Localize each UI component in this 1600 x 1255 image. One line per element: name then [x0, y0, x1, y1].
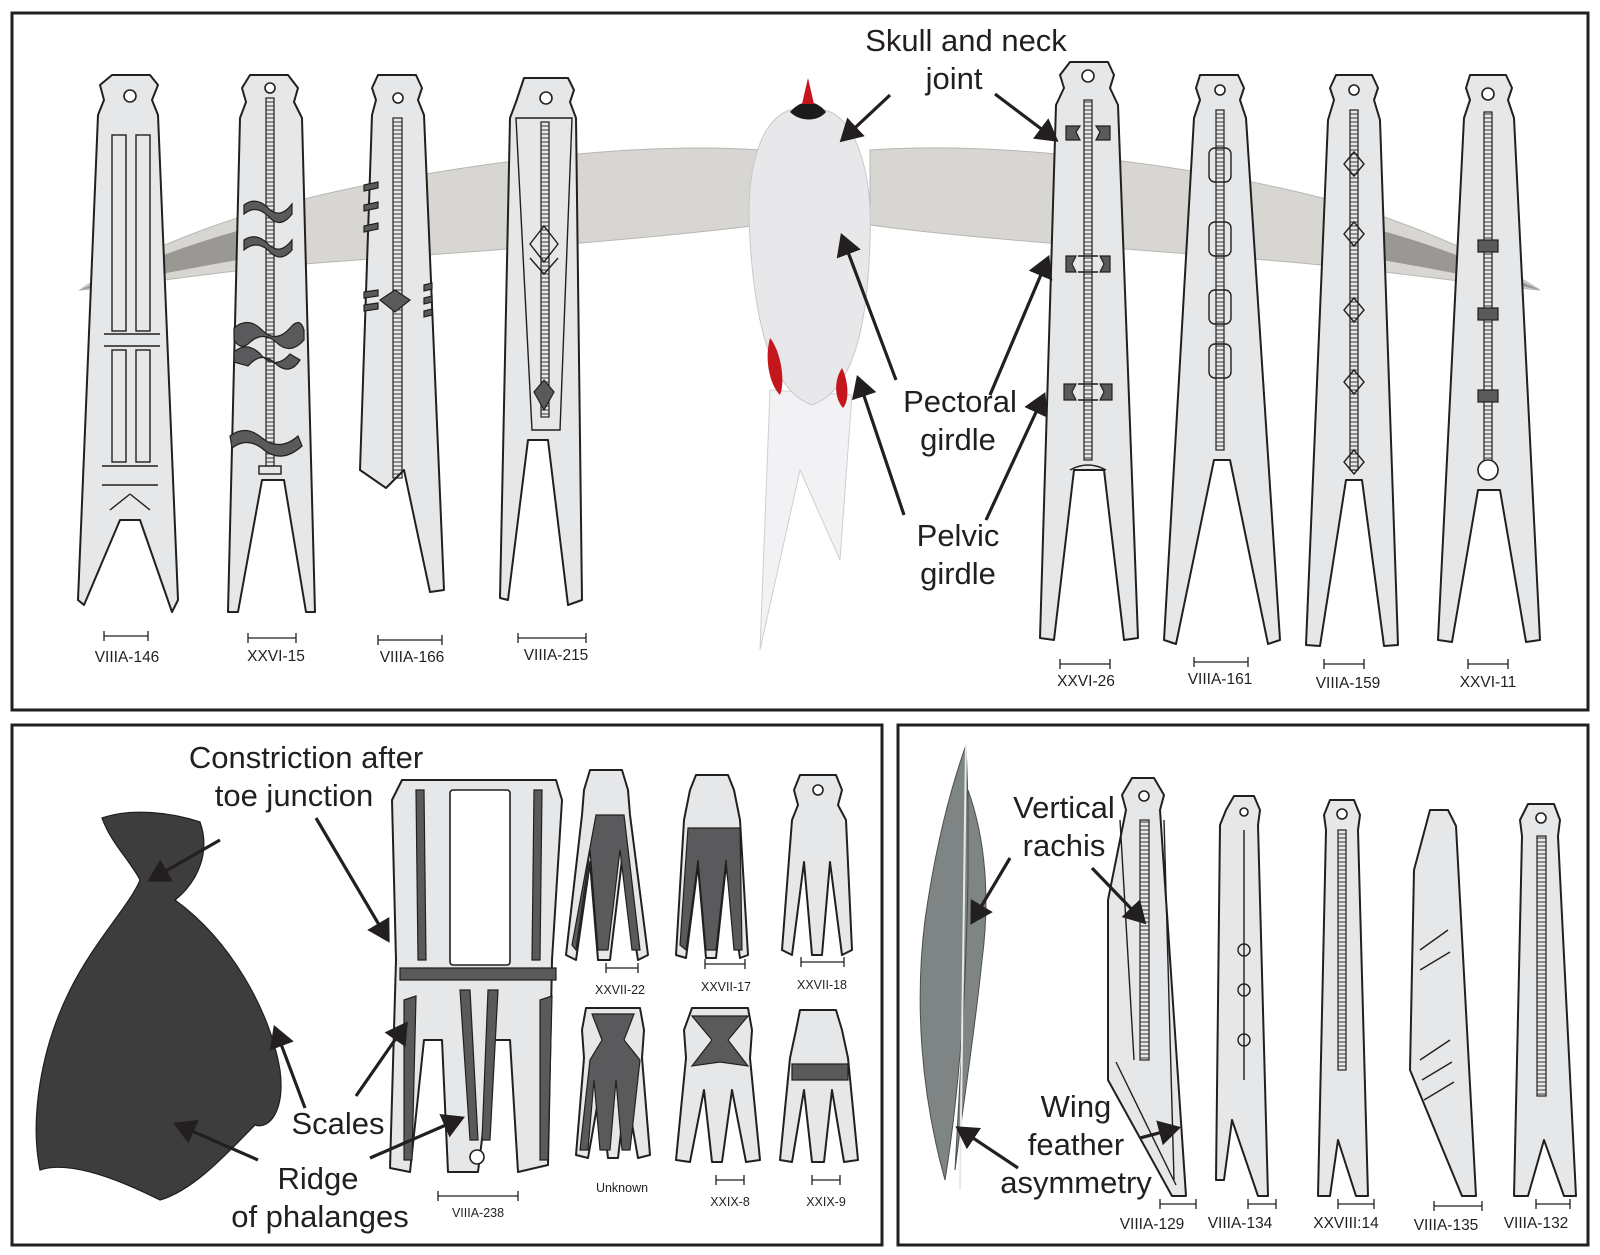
- bottom-left-panel-frame: [10, 723, 884, 1247]
- bird-right-foot: [836, 368, 848, 408]
- artifact-xxvii-17: [675, 774, 749, 959]
- artifact-id-label: XXVI-26: [1057, 673, 1115, 690]
- rachis-label-line1: Vertical: [1013, 790, 1115, 825]
- artifact-viiia-129: [1107, 777, 1187, 1197]
- ridge-label-line1: Ridge: [278, 1161, 359, 1196]
- constriction-label-line1: Constriction after: [189, 740, 423, 775]
- constriction-label-line2: toe junction: [215, 778, 374, 813]
- top-panel-frame: [10, 11, 1590, 712]
- artifact-id-label: Unknown: [596, 1181, 648, 1195]
- artifact-id-label: XXIX-8: [710, 1195, 750, 1209]
- artifact-xxvii-22: [565, 769, 649, 961]
- bird-beak: [802, 78, 814, 104]
- artifact-id-label: VIIIA-132: [1504, 1215, 1569, 1232]
- asymmetry-label-line1: Wing: [1041, 1089, 1112, 1124]
- artifact-id-label: VIIIA-134: [1208, 1215, 1273, 1232]
- pectoral-label-line1: Pectoral: [903, 384, 1017, 419]
- artifact-id-label: VIIIA-146: [95, 649, 160, 666]
- artifact-id-label: VIIIA-215: [524, 647, 589, 664]
- bottom-right-panel-frame: [896, 723, 1590, 1247]
- skull-neck-label-line1: Skull and neck: [865, 23, 1067, 58]
- ridge-label-line2: of phalanges: [231, 1199, 409, 1234]
- top-arrows: [836, 92, 1059, 521]
- artifact-viiia-161: [1163, 74, 1281, 645]
- artifact-xxvii-18: [781, 774, 853, 956]
- scales-label: Scales: [291, 1106, 384, 1141]
- feather-illustration: [919, 744, 987, 1191]
- artifact-id-label: XXVII-18: [797, 978, 847, 992]
- bird-body: [748, 109, 871, 406]
- artifact-viiia-132: [1513, 803, 1577, 1197]
- bottom-left-arrows: [147, 817, 465, 1162]
- artifact-xxix-8: [675, 1007, 761, 1163]
- artifact-id-label: VIIIA-166: [380, 649, 445, 666]
- artifact-id-label: XXVIII:14: [1313, 1215, 1379, 1232]
- artifact-viiia-146: [77, 74, 179, 613]
- pelvic-label-line2: girdle: [920, 556, 996, 591]
- artifact-id-label: VIIIA-129: [1120, 1216, 1185, 1233]
- bird-left-foot: [767, 338, 783, 395]
- artifact-viiia-159: [1305, 74, 1399, 647]
- pelvic-label-line1: Pelvic: [917, 518, 1000, 553]
- artifact-id-label: VIIIA-238: [452, 1206, 504, 1220]
- top-scale-bars: [103, 631, 1509, 669]
- artifact-viiia-238: [389, 779, 563, 1173]
- artifact-xxvi-26: [1039, 61, 1139, 641]
- artifact-xxviii-14: [1317, 799, 1369, 1197]
- bottom-left-scale-bars: [437, 957, 845, 1201]
- artifact-id-label: XXVII-17: [701, 980, 751, 994]
- artifact-xxix-9: [779, 1009, 859, 1163]
- skull-neck-label-line2: joint: [925, 61, 983, 96]
- artifact-id-label: VIIIA-161: [1188, 671, 1253, 688]
- artifact-id-label: XXVII-22: [595, 983, 645, 997]
- artifact-id-label: VIIIA-135: [1414, 1217, 1479, 1234]
- asymmetry-label-line3: asymmetry: [1000, 1165, 1152, 1200]
- artifact-unknown: [575, 1007, 651, 1159]
- artifact-viiia-135: [1409, 809, 1477, 1197]
- duck-foot-illustration: [35, 811, 282, 1201]
- bottom-right-arrows: [955, 857, 1182, 1170]
- artifact-viiia-134: [1215, 795, 1269, 1197]
- artifact-id-label: XXVI-15: [247, 648, 305, 665]
- artifact-id-label: XXIX-9: [806, 1195, 846, 1209]
- bottom-right-scale-bars: [1159, 1199, 1571, 1211]
- bird-head-cap: [790, 102, 826, 120]
- asymmetry-label-line2: feather: [1028, 1127, 1125, 1162]
- bird-tail: [759, 389, 853, 651]
- pectoral-label-line2: girdle: [920, 422, 996, 457]
- artifact-id-label: XXVI-11: [1460, 674, 1517, 691]
- artifact-viiia-215: [499, 77, 583, 606]
- artifact-xxvi-15: [227, 74, 316, 613]
- rachis-label-line2: rachis: [1023, 828, 1106, 863]
- artifact-id-label: VIIIA-159: [1316, 675, 1381, 692]
- artifact-xxvi-11: [1437, 74, 1541, 643]
- artifact-viiia-166: [359, 74, 445, 593]
